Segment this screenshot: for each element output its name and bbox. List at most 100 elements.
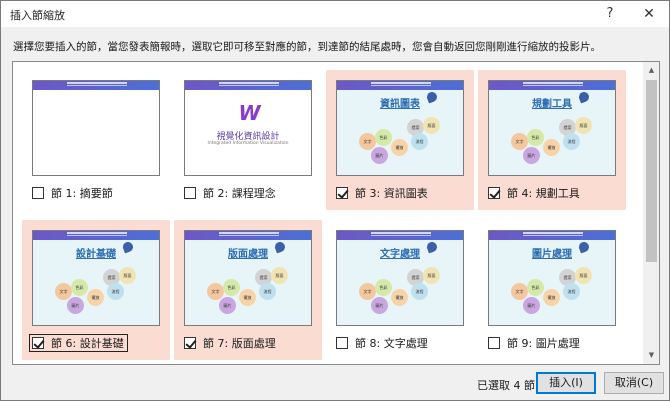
topic-bubble: 提案 [559, 119, 576, 136]
topic-bubble: 擺放 [543, 289, 560, 306]
topic-bubble: 圖片 [523, 297, 540, 314]
cancel-button[interactable]: 取消(C) [604, 372, 664, 394]
topic-bubble: 擺放 [239, 289, 256, 306]
slide-header-bar [185, 231, 311, 240]
topic-bubble: 提案 [407, 119, 424, 136]
topic-bubble: 提案 [255, 269, 272, 286]
slide-thumbnail[interactable]: 設計基礎文字色彩提案版面圖片擺放流程 [32, 230, 160, 326]
scroll-down-icon[interactable]: ▼ [648, 351, 655, 359]
section-label: 節 4: 規劃工具 [507, 187, 580, 200]
topic-bubble: 流程 [411, 283, 428, 300]
topic-bubble: 色彩 [527, 279, 544, 296]
course-logo-icon: W [238, 101, 260, 125]
topic-bubble: 圖片 [371, 297, 388, 314]
section-checkbox[interactable] [336, 187, 348, 199]
vertical-scrollbar[interactable]: ▲ ▼ [643, 62, 659, 364]
section-checkbox[interactable] [488, 337, 500, 349]
section-label: 節 9: 圖片處理 [507, 337, 580, 350]
topic-bubble: 版面 [575, 117, 592, 134]
close-button[interactable]: ✕ [643, 6, 655, 22]
section-card[interactable]: 節 1: 摘要節 [22, 70, 170, 210]
scrollbar-thumb[interactable] [646, 80, 657, 262]
slide-header-bar [185, 81, 311, 90]
slide-header-bar [489, 81, 615, 90]
help-button[interactable]: ? [606, 6, 614, 21]
topic-bubble: 文字 [359, 283, 376, 300]
window-title: 插入節縮放 [10, 9, 65, 22]
slide-thumbnail[interactable] [32, 80, 160, 176]
section-label: 節 1: 摘要節 [51, 187, 113, 200]
topic-bubble: 版面 [423, 267, 440, 284]
topic-bubble: 擺放 [391, 289, 408, 306]
slide-title: 資訊圖表 [380, 99, 420, 110]
insert-button[interactable]: 插入(I) [536, 372, 596, 394]
topic-bubble: 色彩 [375, 129, 392, 146]
topic-bubble: 提案 [559, 269, 576, 286]
topic-bubble: 版面 [575, 267, 592, 284]
selection-status: 已選取 4 節 [477, 379, 535, 392]
slide-thumbnail[interactable]: 圖片處理文字色彩提案版面圖片擺放流程 [488, 230, 616, 326]
section-option[interactable]: 節 8: 文字處理 [336, 335, 428, 351]
topic-bubble: 文字 [359, 133, 376, 150]
section-card[interactable]: 規劃工具文字色彩提案版面圖片擺放流程節 4: 規劃工具 [478, 70, 626, 210]
slide-thumbnail[interactable]: 規劃工具文字色彩提案版面圖片擺放流程 [488, 80, 616, 176]
topic-bubble: 版面 [423, 117, 440, 134]
topic-bubble: 提案 [103, 269, 120, 286]
section-option[interactable]: 節 7: 版面處理 [184, 335, 276, 351]
section-checkbox[interactable] [184, 337, 196, 349]
slide-header-bar [33, 231, 159, 240]
section-card[interactable]: 設計基礎文字色彩提案版面圖片擺放流程節 6: 設計基礎 [22, 220, 170, 360]
section-label: 節 6: 設計基礎 [51, 337, 124, 350]
slide-header-bar [33, 81, 159, 90]
section-option[interactable]: 節 2: 課程理念 [184, 185, 276, 201]
section-option[interactable]: 節 9: 圖片處理 [488, 335, 580, 351]
topic-bubble: 版面 [119, 267, 136, 284]
topic-bubble: 流程 [563, 283, 580, 300]
section-label: 節 7: 版面處理 [203, 337, 276, 350]
topic-bubble: 文字 [511, 283, 528, 300]
section-card[interactable]: 圖片處理文字色彩提案版面圖片擺放流程節 9: 圖片處理 [478, 220, 626, 360]
slide-title: 文字處理 [380, 249, 420, 260]
topic-bubble: 色彩 [71, 279, 88, 296]
section-checkbox[interactable] [32, 337, 44, 349]
title-bar: 插入節縮放 ? ✕ [1, 1, 669, 27]
section-card[interactable]: 文字處理文字色彩提案版面圖片擺放流程節 8: 文字處理 [326, 220, 474, 360]
slide-thumbnail[interactable]: 資訊圖表文字色彩提案版面圖片擺放流程 [336, 80, 464, 176]
section-option[interactable]: 節 3: 資訊圖表 [336, 185, 428, 201]
section-checkbox[interactable] [488, 187, 500, 199]
slide-title: 規劃工具 [532, 99, 572, 110]
topic-bubble: 流程 [563, 133, 580, 150]
slide-thumbnail[interactable]: 文字處理文字色彩提案版面圖片擺放流程 [336, 230, 464, 326]
section-option[interactable]: 節 6: 設計基礎 [29, 334, 128, 352]
topic-bubble: 擺放 [391, 139, 408, 156]
topic-bubble: 圖片 [67, 297, 84, 314]
section-card[interactable]: 版面處理文字色彩提案版面圖片擺放流程節 7: 版面處理 [174, 220, 322, 360]
topic-bubble: 提案 [407, 269, 424, 286]
topic-bubble: 文字 [55, 283, 72, 300]
section-label: 節 3: 資訊圖表 [355, 187, 428, 200]
topic-bubble: 色彩 [375, 279, 392, 296]
section-checkbox[interactable] [32, 187, 44, 199]
topic-bubble: 流程 [411, 133, 428, 150]
section-checkbox[interactable] [184, 187, 196, 199]
section-option[interactable]: 節 1: 摘要節 [32, 185, 113, 201]
slide-header-bar [489, 231, 615, 240]
topic-bubble: 流程 [107, 283, 124, 300]
slide-title: 圖片處理 [532, 249, 572, 260]
section-label: 節 8: 文字處理 [355, 337, 428, 350]
topic-bubble: 流程 [259, 283, 276, 300]
topic-bubble: 文字 [511, 133, 528, 150]
slide-thumbnail[interactable]: 版面處理文字色彩提案版面圖片擺放流程 [184, 230, 312, 326]
topic-bubble: 色彩 [527, 129, 544, 146]
instruction-text: 選擇您要插入的節，當您發表簡報時，選取它即可移至對應的節，到達節的結尾處時，您會… [13, 41, 601, 53]
topic-bubble: 文字 [207, 283, 224, 300]
scroll-up-icon[interactable]: ▲ [648, 66, 655, 74]
section-checkbox[interactable] [336, 337, 348, 349]
section-card[interactable]: 資訊圖表文字色彩提案版面圖片擺放流程節 3: 資訊圖表 [326, 70, 474, 210]
topic-bubble: 圖片 [523, 147, 540, 164]
section-option[interactable]: 節 4: 規劃工具 [488, 185, 580, 201]
slide-title: 設計基礎 [76, 249, 116, 260]
